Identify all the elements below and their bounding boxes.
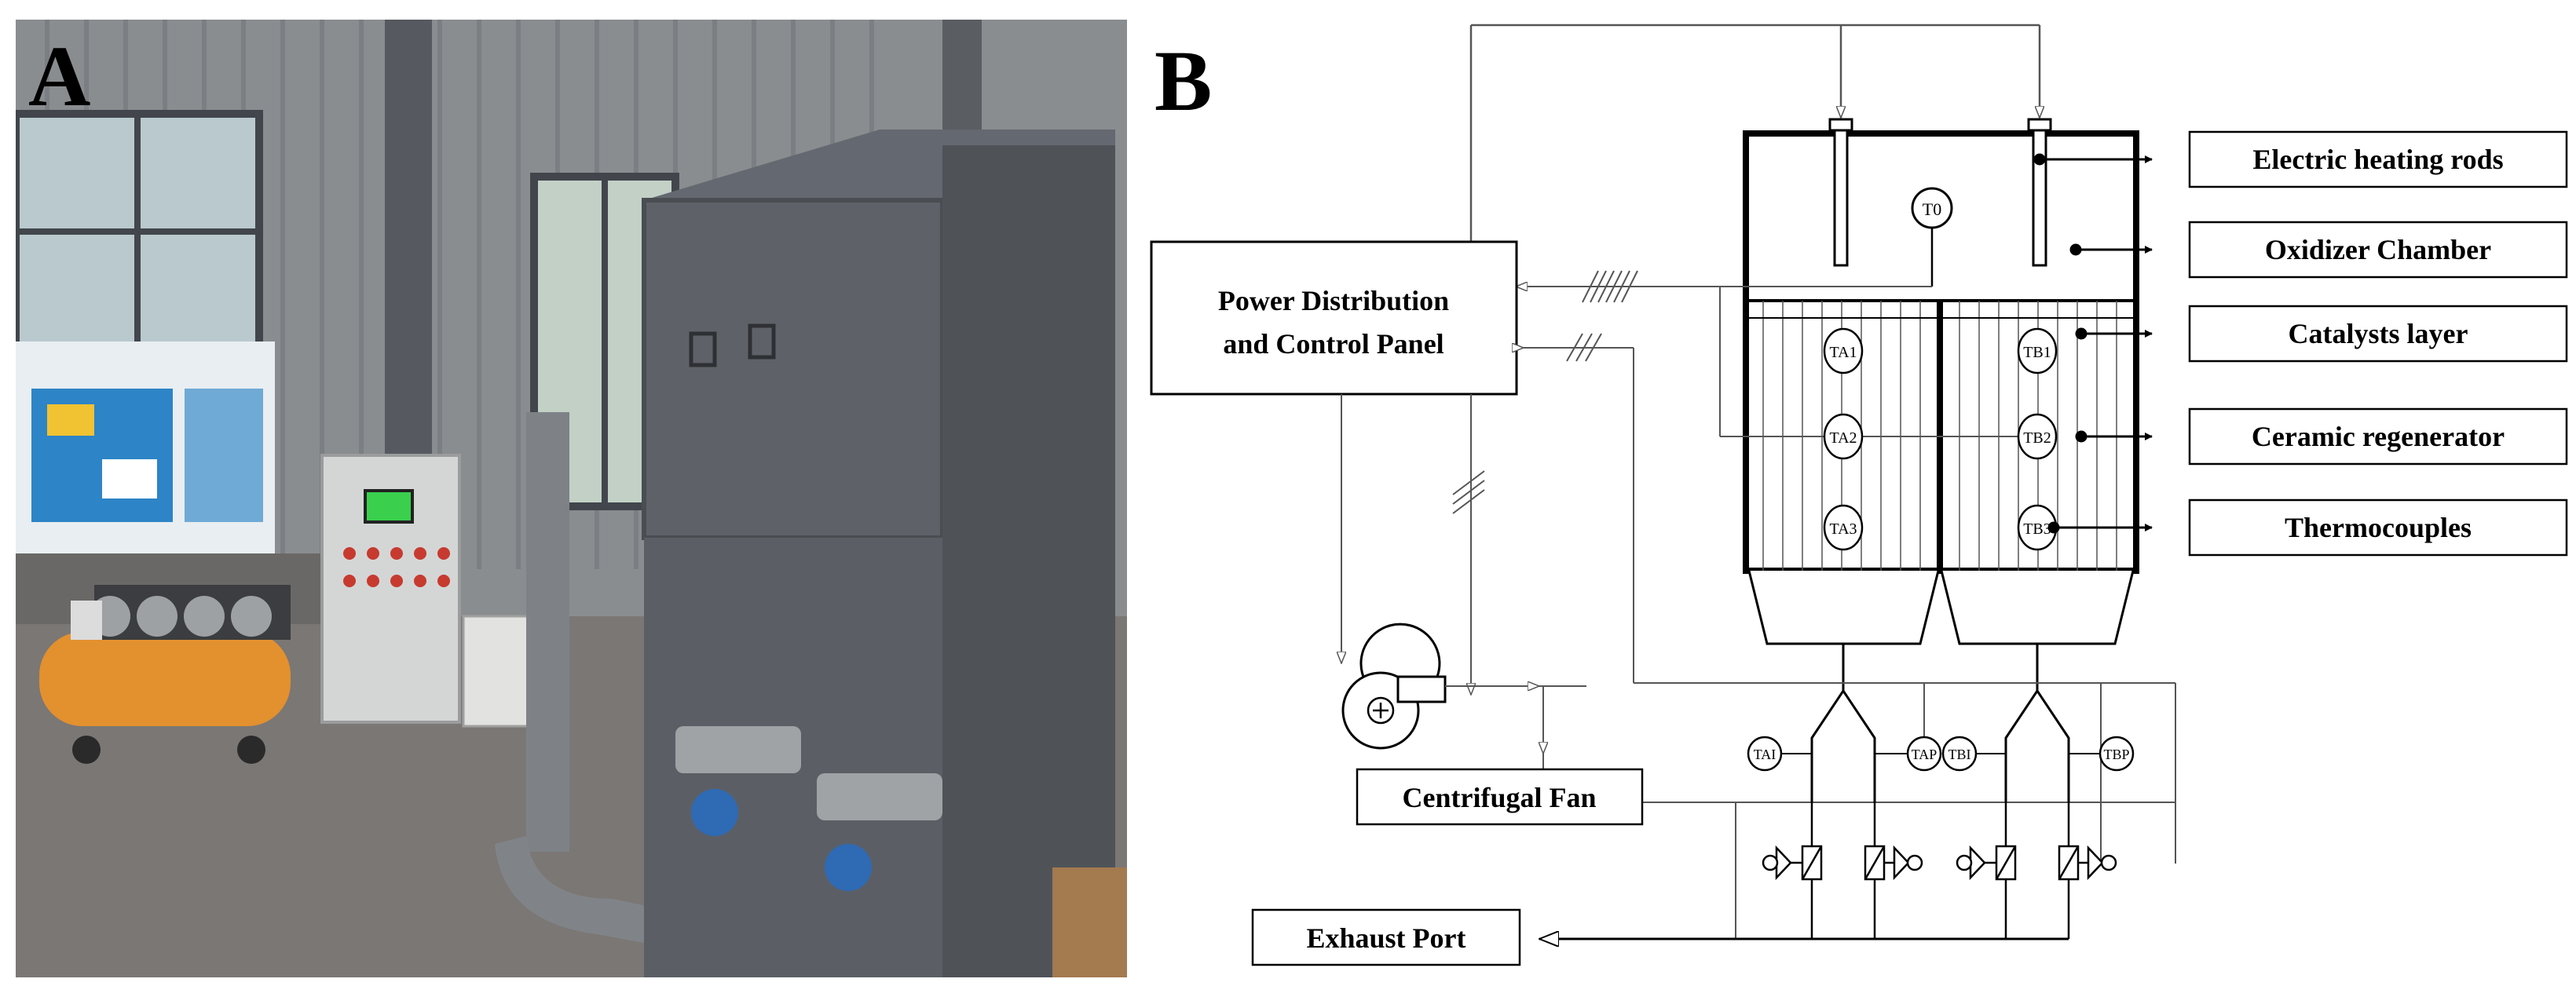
sensor-ta1: TA1 <box>1823 327 1864 374</box>
sensor-tbp: TBP <box>2069 736 2135 772</box>
label-box-oxidizer-chamber <box>2188 221 2568 279</box>
valve-signal-lines <box>1524 333 2175 738</box>
photo-cabinet-door <box>642 198 945 540</box>
svg-text:TAP: TAP <box>1912 747 1937 762</box>
thermocouple-signal-lines <box>1516 270 2026 437</box>
sensor-ta3: TA3 <box>1823 504 1864 551</box>
svg-text:TA3: TA3 <box>1829 520 1857 538</box>
valve-array <box>1735 802 2117 939</box>
panel-a-letter: A <box>28 28 91 124</box>
label-oxidizer-chamber: Oxidizer Chamber <box>2265 234 2491 265</box>
panel-b-letter: B <box>1154 33 1212 129</box>
control-panel-label-line1: Power Distribution <box>1218 285 1449 316</box>
fan-control-lines <box>1341 394 1485 695</box>
svg-text:TBI: TBI <box>1948 747 1971 762</box>
svg-text:TBP: TBP <box>2103 747 2129 762</box>
svg-text:TA2: TA2 <box>1829 429 1857 447</box>
flow-diverters <box>1810 683 2176 864</box>
sensor-tai: TAI <box>1747 736 1812 772</box>
sensor-tb1: TB1 <box>2017 327 2058 374</box>
label-ceramic-regenerator: Ceramic regenerator <box>2252 421 2505 452</box>
exhaust-port-text: Exhaust Port <box>1306 922 1465 954</box>
label-box-thermocouples <box>2188 498 2568 557</box>
photo-panel-a <box>16 20 1127 977</box>
label-box-electric-heating-rods <box>2188 130 2568 188</box>
sensor-tb2: TB2 <box>2017 413 2058 460</box>
centrifugal-fan-label-box <box>1356 768 1644 826</box>
svg-text:TB3: TB3 <box>2023 520 2051 538</box>
label-catalysts-layer: Catalysts layer <box>2289 318 2468 349</box>
label-thermocouples: Thermocouples <box>2285 512 2472 543</box>
centrifugal-fan-text: Centrifugal Fan <box>1403 782 1597 813</box>
photo-exhaust-pipe <box>526 412 569 852</box>
svg-text:TB2: TB2 <box>2023 429 2051 447</box>
callout-arrows <box>2033 153 2153 534</box>
photo-valve <box>817 773 942 820</box>
label-electric-heating-rods: Electric heating rods <box>2252 144 2503 175</box>
svg-text:TAI: TAI <box>1754 747 1776 762</box>
schematic-panel-b: B <box>1139 0 2568 966</box>
sensor-tap: TAP <box>1875 736 1942 772</box>
label-box-ceramic-regenerator <box>2188 407 2568 466</box>
top-power-lines <box>1469 24 2040 242</box>
sensor-t0: T0 <box>1579 187 1953 287</box>
photo-white-unit <box>462 615 536 728</box>
sensor-tbi: TBI <box>1941 736 2006 772</box>
power-distribution-control-panel <box>1150 240 1518 396</box>
sensor-ta2: TA2 <box>1823 413 1864 460</box>
photo-valve <box>675 726 801 773</box>
centrifugal-fan-label: Centrifugal Fan <box>1139 0 1144 1</box>
callout-labels: Electric heating rods Oxidizer Chamber C… <box>2188 130 2568 557</box>
svg-text:TB1: TB1 <box>2023 344 2051 361</box>
photo-compressor-tank <box>39 632 291 726</box>
exhaust-port-label-box <box>1251 908 1521 966</box>
photo-crate <box>1052 867 1127 977</box>
label-box-catalysts-layer <box>2188 305 2568 363</box>
control-panel-label-line2: and Control Panel <box>1223 328 1444 360</box>
centrifugal-fan-icon <box>1341 623 1447 750</box>
svg-text:TA1: TA1 <box>1829 344 1857 361</box>
sensor-tb3: TB3 <box>2017 504 2058 551</box>
svg-text:T0: T0 <box>1923 199 1941 219</box>
